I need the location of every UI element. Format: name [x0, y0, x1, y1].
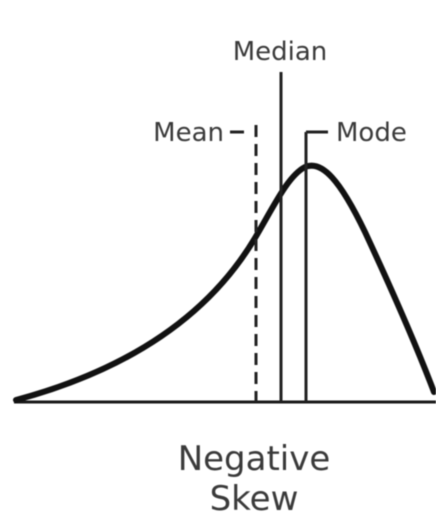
caption-line-1: Negative: [178, 439, 331, 479]
mean-label: Mean: [153, 118, 224, 148]
median-label: Median: [233, 37, 328, 67]
caption-line-2: Skew: [210, 479, 299, 514]
distribution-curve: [13, 162, 436, 403]
mode-label: Mode: [336, 118, 407, 148]
